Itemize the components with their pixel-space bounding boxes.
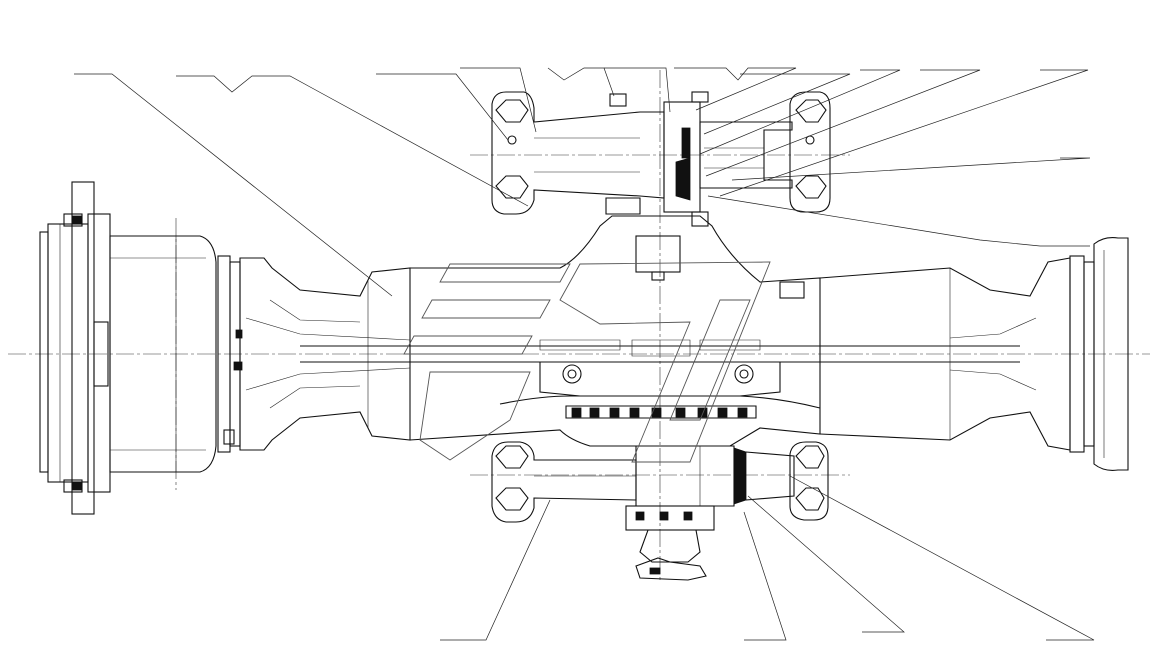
right-wheel-hub — [1093, 237, 1129, 471]
center-lines — [8, 70, 1150, 580]
left-wheel-hub — [39, 181, 217, 515]
watermark-logo — [403, 261, 771, 463]
right-axle-housing — [819, 255, 1095, 453]
ring-gear-bolts — [571, 407, 748, 418]
leader-lines — [74, 67, 1095, 641]
upper-mount-bracket — [491, 91, 831, 227]
lower-mount-bracket — [491, 441, 829, 581]
differential-housing — [300, 215, 1020, 447]
